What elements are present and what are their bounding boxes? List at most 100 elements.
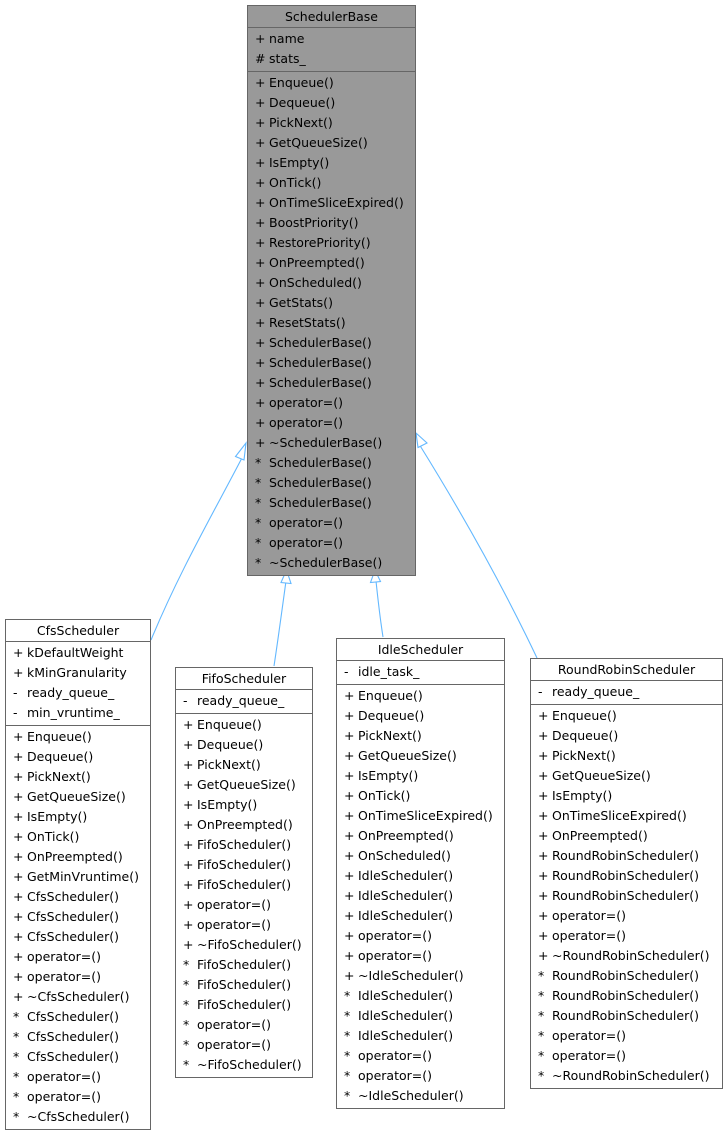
method-item[interactable]: +operator=() (248, 393, 415, 413)
attribute-item[interactable]: +name (248, 29, 415, 49)
attribute-item[interactable]: -ready_queue_ (531, 682, 722, 702)
method-item[interactable]: +OnPreempted() (337, 826, 504, 846)
method-item[interactable]: *SchedulerBase() (248, 493, 415, 513)
method-item[interactable]: +operator=() (531, 906, 722, 926)
method-item[interactable]: +RoundRobinScheduler() (531, 886, 722, 906)
method-item[interactable]: *operator=() (176, 1015, 312, 1035)
method-item[interactable]: *operator=() (337, 1066, 504, 1086)
method-item[interactable]: +IsEmpty() (248, 153, 415, 173)
method-item[interactable]: +OnPreempted() (6, 847, 150, 867)
method-item[interactable]: +FifoScheduler() (176, 875, 312, 895)
method-item[interactable]: *RoundRobinScheduler() (531, 966, 722, 986)
method-item[interactable]: +IsEmpty() (176, 795, 312, 815)
class-box-schedulerbase[interactable]: SchedulerBase+name#stats_+Enqueue()+Dequ… (247, 5, 416, 576)
method-item[interactable]: +GetQueueSize() (176, 775, 312, 795)
method-item[interactable]: +GetQueueSize() (337, 746, 504, 766)
method-item[interactable]: +operator=() (176, 915, 312, 935)
method-item[interactable]: +SchedulerBase() (248, 373, 415, 393)
method-item[interactable]: +GetQueueSize() (531, 766, 722, 786)
method-item[interactable]: +Enqueue() (176, 715, 312, 735)
method-item[interactable]: +FifoScheduler() (176, 835, 312, 855)
method-item[interactable]: +PickNext() (248, 113, 415, 133)
method-item[interactable]: +GetQueueSize() (6, 787, 150, 807)
method-item[interactable]: +OnPreempted() (531, 826, 722, 846)
class-box-cfsscheduler[interactable]: CfsScheduler+kDefaultWeight+kMinGranular… (5, 619, 151, 1130)
method-item[interactable]: +PickNext() (6, 767, 150, 787)
method-item[interactable]: +IsEmpty() (6, 807, 150, 827)
method-item[interactable]: +RestorePriority() (248, 233, 415, 253)
attribute-item[interactable]: #stats_ (248, 49, 415, 69)
method-item[interactable]: +ResetStats() (248, 313, 415, 333)
method-item[interactable]: *~CfsScheduler() (6, 1107, 150, 1127)
attribute-item[interactable]: -min_vruntime_ (6, 703, 150, 723)
attribute-item[interactable]: +kDefaultWeight (6, 643, 150, 663)
method-item[interactable]: *FifoScheduler() (176, 995, 312, 1015)
method-item[interactable]: +~CfsScheduler() (6, 987, 150, 1007)
method-item[interactable]: *SchedulerBase() (248, 473, 415, 493)
method-item[interactable]: +Dequeue() (6, 747, 150, 767)
method-item[interactable]: *~SchedulerBase() (248, 553, 415, 573)
method-item[interactable]: +Enqueue() (6, 727, 150, 747)
method-item[interactable]: +IdleScheduler() (337, 866, 504, 886)
method-item[interactable]: +OnTimeSliceExpired() (531, 806, 722, 826)
method-item[interactable]: *operator=() (176, 1035, 312, 1055)
method-item[interactable]: +PickNext() (337, 726, 504, 746)
method-item[interactable]: +operator=() (6, 967, 150, 987)
method-item[interactable]: +SchedulerBase() (248, 353, 415, 373)
method-item[interactable]: *RoundRobinScheduler() (531, 1006, 722, 1026)
method-item[interactable]: +operator=() (337, 946, 504, 966)
method-item[interactable]: +RoundRobinScheduler() (531, 846, 722, 866)
method-item[interactable]: *SchedulerBase() (248, 453, 415, 473)
method-item[interactable]: +GetStats() (248, 293, 415, 313)
method-item[interactable]: +OnTick() (6, 827, 150, 847)
method-item[interactable]: +SchedulerBase() (248, 333, 415, 353)
method-item[interactable]: +OnPreempted() (176, 815, 312, 835)
method-item[interactable]: +BoostPriority() (248, 213, 415, 233)
method-item[interactable]: +Enqueue() (337, 686, 504, 706)
method-item[interactable]: +IdleScheduler() (337, 906, 504, 926)
method-item[interactable]: +Dequeue() (248, 93, 415, 113)
method-item[interactable]: *~RoundRobinScheduler() (531, 1066, 722, 1086)
method-item[interactable]: +OnTick() (337, 786, 504, 806)
method-item[interactable]: +operator=() (531, 926, 722, 946)
method-item[interactable]: *~IdleScheduler() (337, 1086, 504, 1106)
method-item[interactable]: *~FifoScheduler() (176, 1055, 312, 1075)
method-item[interactable]: *operator=() (531, 1046, 722, 1066)
method-item[interactable]: *FifoScheduler() (176, 955, 312, 975)
method-item[interactable]: +FifoScheduler() (176, 855, 312, 875)
method-item[interactable]: *RoundRobinScheduler() (531, 986, 722, 1006)
method-item[interactable]: *operator=() (6, 1067, 150, 1087)
method-item[interactable]: +~IdleScheduler() (337, 966, 504, 986)
method-item[interactable]: *IdleScheduler() (337, 986, 504, 1006)
method-item[interactable]: +OnTimeSliceExpired() (337, 806, 504, 826)
method-item[interactable]: +Enqueue() (531, 706, 722, 726)
method-item[interactable]: +operator=() (337, 926, 504, 946)
method-item[interactable]: +Dequeue() (337, 706, 504, 726)
method-item[interactable]: +GetQueueSize() (248, 133, 415, 153)
method-item[interactable]: *CfsScheduler() (6, 1027, 150, 1047)
method-item[interactable]: +operator=() (176, 895, 312, 915)
method-item[interactable]: +IsEmpty() (531, 786, 722, 806)
method-item[interactable]: *operator=() (248, 533, 415, 553)
method-item[interactable]: +GetMinVruntime() (6, 867, 150, 887)
method-item[interactable]: +~SchedulerBase() (248, 433, 415, 453)
method-item[interactable]: +OnTick() (248, 173, 415, 193)
method-item[interactable]: *CfsScheduler() (6, 1007, 150, 1027)
method-item[interactable]: +~FifoScheduler() (176, 935, 312, 955)
method-item[interactable]: +OnTimeSliceExpired() (248, 193, 415, 213)
attribute-item[interactable]: -idle_task_ (337, 662, 504, 682)
method-item[interactable]: +CfsScheduler() (6, 907, 150, 927)
method-item[interactable]: *operator=() (248, 513, 415, 533)
method-item[interactable]: *operator=() (337, 1046, 504, 1066)
method-item[interactable]: +PickNext() (531, 746, 722, 766)
method-item[interactable]: +OnScheduled() (337, 846, 504, 866)
method-item[interactable]: +Dequeue() (176, 735, 312, 755)
class-box-fifoscheduler[interactable]: FifoScheduler-ready_queue_+Enqueue()+Deq… (175, 667, 313, 1078)
method-item[interactable]: +PickNext() (176, 755, 312, 775)
method-item[interactable]: *CfsScheduler() (6, 1047, 150, 1067)
method-item[interactable]: *operator=() (6, 1087, 150, 1107)
method-item[interactable]: +operator=() (6, 947, 150, 967)
method-item[interactable]: +OnScheduled() (248, 273, 415, 293)
method-item[interactable]: *IdleScheduler() (337, 1006, 504, 1026)
attribute-item[interactable]: -ready_queue_ (176, 691, 312, 711)
